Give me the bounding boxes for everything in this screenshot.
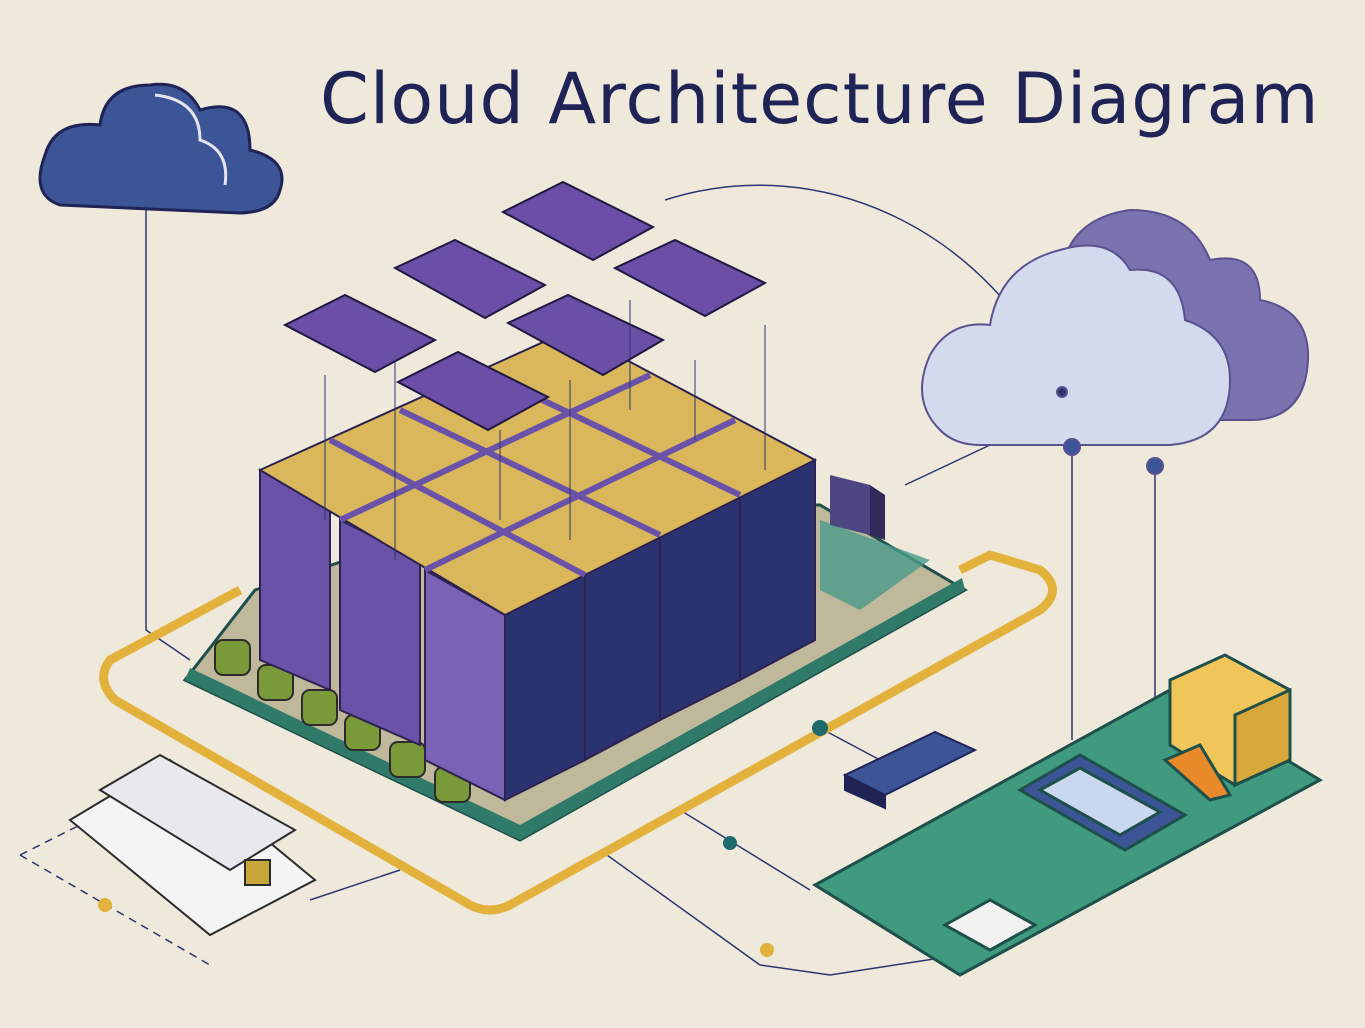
chip-hanging-wires	[324, 300, 766, 560]
server-racks	[257, 328, 818, 802]
terminal-unit	[68, 753, 317, 937]
platform-circuit	[820, 520, 930, 610]
chip-modules	[282, 180, 768, 432]
link-node	[723, 836, 737, 850]
plant-pots	[214, 639, 471, 803]
yellow-connector-loop	[99, 550, 1057, 915]
network-device	[842, 730, 978, 810]
terminal-link	[309, 869, 401, 901]
circuit-board	[812, 653, 1324, 977]
device-link	[819, 727, 881, 761]
lower-links	[599, 809, 961, 976]
link-node	[98, 898, 112, 912]
left-cloud-link	[145, 210, 191, 661]
platform-link	[904, 444, 991, 486]
diagram-title: Cloud Architecture Diagram	[320, 58, 1320, 140]
cloud-right-icon	[921, 208, 1310, 475]
cloud-left-icon	[38, 82, 284, 215]
link-node	[760, 943, 774, 957]
side-cabinet	[830, 475, 870, 535]
link-node	[812, 720, 828, 736]
